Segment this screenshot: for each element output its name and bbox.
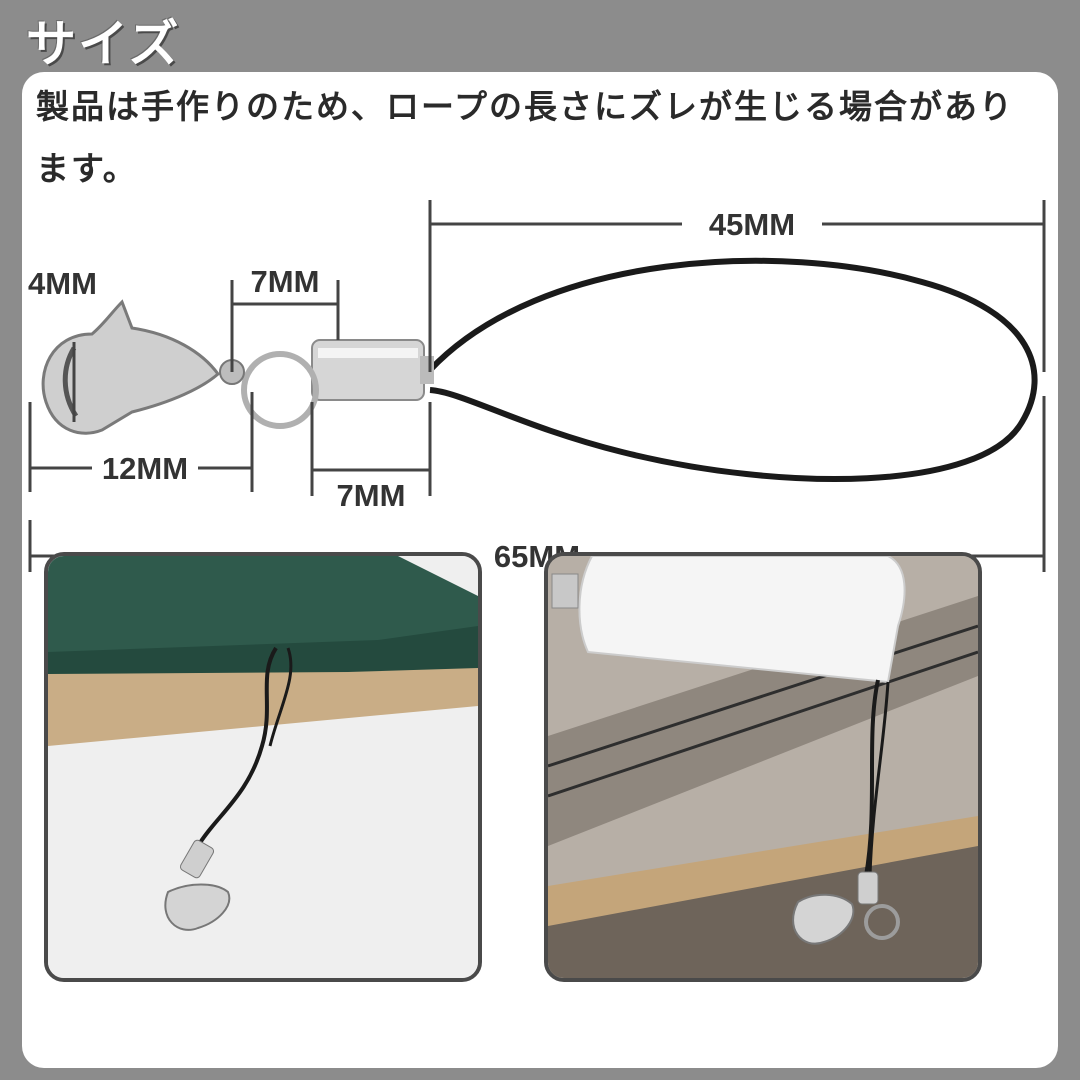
split-ring [241,351,319,429]
phone-case-photo [44,552,482,982]
dim-loop-label: 45MM [709,207,795,242]
lobster-clasp [41,299,221,435]
dim-tube-label: 7MM [337,478,406,513]
size-diagram: 45MM 4MM 7MM 12MM 7MM 65MM [28,200,1046,574]
usb-drive-photo [544,552,982,982]
dim-ring-label: 7MM [251,264,320,299]
dim-clasp-length-label: 12MM [102,451,188,486]
rope-loop [427,257,1038,482]
handmade-note: 製品は手作りのため、ロープの長さにズレが生じる場合があります。 [36,87,1015,188]
page-title: サイズ [26,15,181,73]
dim-clasp-opening-label: 4MM [28,266,97,301]
